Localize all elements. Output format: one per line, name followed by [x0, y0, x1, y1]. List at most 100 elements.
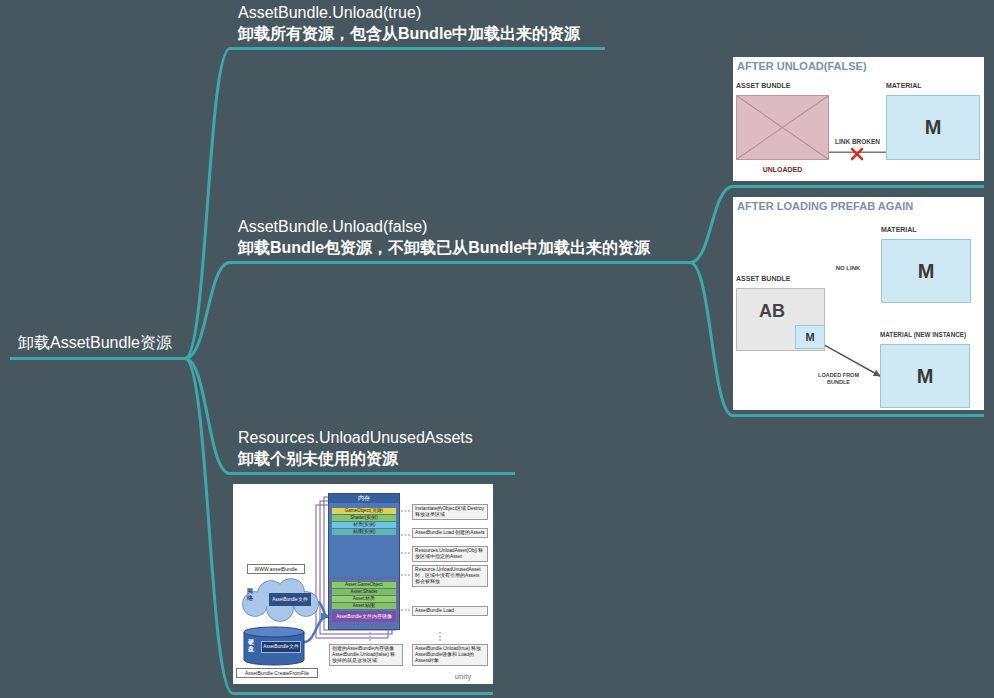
memory-column: 内存 GameObject(克隆)Shader(实例)材质(实例)贴图(实例) As…: [328, 493, 400, 630]
figure-label: unity: [455, 673, 472, 680]
cross-mark: [737, 96, 828, 159]
leader-line: [440, 632, 441, 641]
node-text: AssetBundle文件: [269, 593, 311, 606]
file-box: AssetBundle文件: [269, 593, 311, 606]
edge-label: LINK BROKEN: [834, 138, 881, 145]
node-text: M: [805, 331, 814, 343]
node-text: AssetBundle.Unload(false): [238, 216, 682, 237]
node-text: 材质(实例): [332, 522, 396, 528]
shape-outline: M: [880, 344, 970, 408]
branch-topic: AssetBundle.Unload(true)卸载所有资源，包含从Bundle…: [230, 0, 605, 50]
material-box: MATERIAL M: [881, 225, 971, 303]
material-box: MATERIAL M: [886, 81, 980, 160]
note-box: 创建的AssetBundle内存镜像 AssetBundle.Unload(fa…: [329, 644, 403, 666]
shape-heading: ASSET BUNDLE: [736, 81, 829, 91]
branch-topic: AssetBundle.Unload(false)卸载Bundle包资源，不卸载…: [230, 214, 690, 264]
branch-connector: [318, 602, 328, 616]
cross-stroke: [852, 149, 862, 159]
cross-stroke: [852, 149, 862, 159]
node-text: 创建的AssetBundle内存镜像 AssetBundle.Unload(fa…: [332, 646, 400, 664]
note-box: Resources.UnloadAsset(Obj) 释放区域中指定的Asset: [412, 546, 488, 562]
note-box: AssetBundle.Load 创建的Assets: [412, 528, 488, 538]
broken-link-cross: [852, 149, 862, 159]
node-text: AssetBundle文件: [262, 642, 300, 652]
cross-line: [737, 96, 828, 159]
shape-heading: MATERIAL: [881, 225, 971, 235]
branch-connector: [185, 359, 230, 474]
note-box: AssetBundle.Unload(true) 释放AssetBundle镜像…: [412, 644, 488, 666]
node-text: AFTER LOADING PREFAB AGAIN: [733, 197, 984, 213]
node-text: AssetBundle.Unload(true): [238, 2, 597, 23]
shape-outline: M: [886, 95, 980, 160]
node-text: 卸载AssetBundle资源: [18, 333, 177, 353]
leader-line: [370, 632, 371, 641]
node-text: 内存: [329, 494, 399, 503]
branch-connector: [690, 263, 733, 416]
branch-connector: [690, 187, 733, 263]
node-text: Shader(实例): [332, 515, 396, 521]
figure-panel: AFTER UNLOAD(FALSE) ASSET BUNDLE UNLOADED M…: [733, 57, 984, 188]
shape-heading: ASSET BUNDLE: [736, 274, 825, 284]
node-text: 卸载Bundle包资源，不卸载已从Bundle中加载出来的资源: [238, 237, 682, 258]
disk-top: [244, 627, 304, 637]
note-box: Instantiate的Object区域 Destroy释放这类区域: [412, 504, 488, 520]
figure-label: NO LINK: [836, 265, 861, 271]
node-text: AB: [759, 301, 785, 322]
memory-bar: Asset:材质: [332, 596, 396, 602]
node-text: WWW.assetBundle: [250, 566, 302, 572]
node-text: Asset:贴图: [332, 603, 396, 609]
node-text: AFTER UNLOAD(FALSE): [733, 57, 984, 73]
api-tag: AssetBundle.CreateFromFile: [236, 668, 318, 678]
memory-bar: Shader(实例): [332, 515, 396, 521]
disk-cylinder: 硬盘 AssetBundle文件: [243, 626, 305, 666]
node-text: AssetBundle.CreateFromFile: [239, 670, 315, 676]
dashed-region-outline: [330, 578, 398, 625]
shape-outline: M: [881, 239, 971, 303]
shape-caption: UNLOADED: [736, 165, 829, 175]
node-text: Resource.UnloadUnusedAsset 时，区域中没有引用的Ass…: [415, 567, 485, 585]
memory-bar: Asset:Shader: [332, 589, 396, 595]
api-tag: WWW.assetBundle: [247, 564, 305, 574]
node-text: AssetBundle.Unload(true) 释放AssetBundle镜像…: [415, 646, 485, 664]
node-text: 贴图(实例): [332, 529, 396, 535]
branch-connector: [185, 263, 230, 359]
material-box: M: [795, 325, 825, 349]
memory-bar: Asset:贴图: [332, 603, 396, 609]
figure-ground: [733, 197, 984, 410]
branch-topic: Resources.UnloadUnusedAssets卸载个别未使用的资源: [230, 425, 515, 475]
node-text: Resources.UnloadUnusedAssets: [238, 427, 507, 448]
figure-ground: [733, 57, 984, 181]
branch-connector: [304, 617, 328, 643]
cross-line: [737, 96, 828, 159]
node-text: 卸载所有资源，包含从Bundle中加载出来的资源: [238, 23, 597, 44]
file-box: AssetBundle文件: [261, 641, 301, 653]
leader-line: [401, 575, 410, 576]
memory-bar: 贴图(实例): [332, 529, 396, 535]
vertical-text: 网络: [247, 588, 253, 601]
node-text: AssetBundle.Load: [415, 608, 485, 614]
branch-connector: [185, 359, 233, 694]
node-text: Asset:材质: [332, 596, 396, 602]
material-box: MATERIAL (NEW INSTANCE)M: [880, 330, 972, 408]
leader-line: [401, 553, 410, 554]
node-text: AssetBundle文件内存镜像: [332, 611, 396, 622]
figure-ground: [233, 484, 493, 684]
leader-line: [401, 535, 410, 536]
edge-label: LOADED FROM BUNDLE: [815, 372, 863, 386]
branch-connector: [185, 49, 230, 359]
leader-line: [401, 511, 410, 512]
vertical-text: 硬盘: [248, 639, 254, 652]
asset-bundle-box: ASSET BUNDLE UNLOADED: [736, 81, 829, 175]
memory-bar: Asset:GameObject: [332, 582, 396, 588]
figure-panel: 内存 GameObject(克隆)Shader(实例)材质(实例)贴图(实例) As…: [233, 484, 493, 695]
node-text: GameObject(克隆): [332, 508, 396, 514]
node-text: M: [925, 116, 942, 139]
shape-heading: MATERIAL: [886, 81, 980, 91]
memory-bar: 材质(实例): [332, 522, 396, 528]
node-text: Asset:Shader: [332, 589, 396, 595]
node-text: M: [917, 365, 934, 388]
node-text: AssetBundle.Load 创建的Assets: [415, 530, 485, 536]
node-text: 卸载个别未使用的资源: [238, 448, 507, 469]
root-topic: 卸载AssetBundle资源: [10, 333, 185, 360]
